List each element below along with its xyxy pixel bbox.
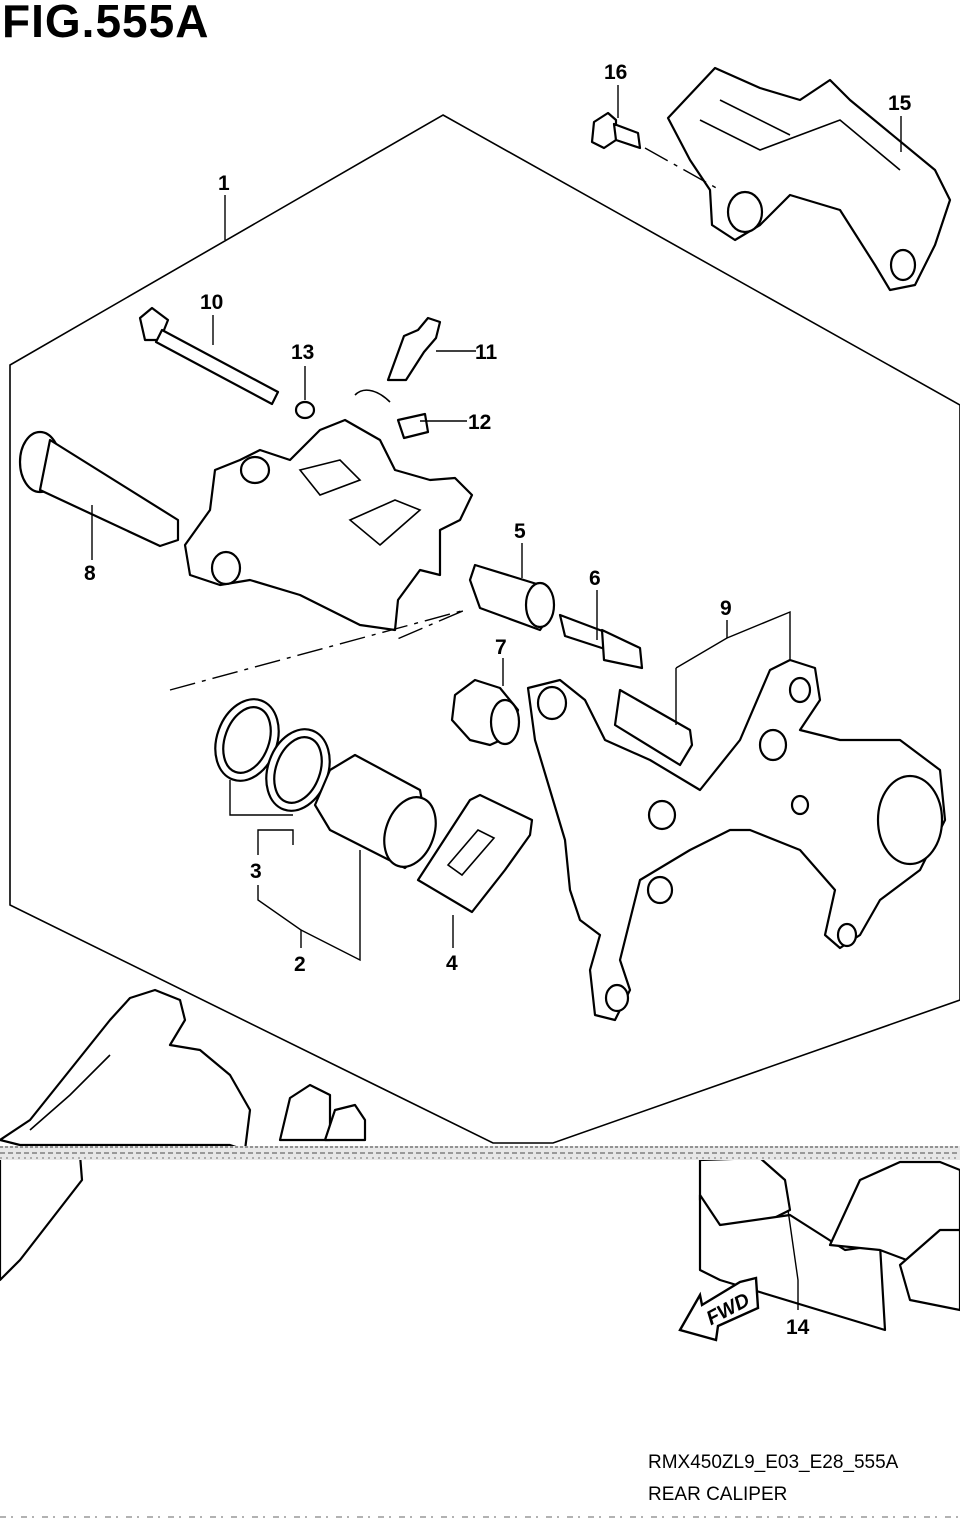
part-3-seals [214,698,331,812]
callout-4: 4 [446,952,458,975]
figure-title: FIG.555A [2,0,210,47]
callout-10: 10 [200,291,223,314]
callout-2: 2 [294,953,306,976]
part-14-brake-pads-left [0,988,367,1282]
assembly-boundary [9,114,960,1144]
part-11-bleeder-screw [386,316,442,382]
part-4-pad-retainer [416,793,534,914]
callout-12: 12 [468,411,491,434]
callout-1: 1 [218,172,230,195]
part-5-sleeve [468,563,556,632]
callout-8: 8 [84,562,96,585]
part-2-piston [313,753,437,870]
part-6-pin-bolt [558,613,644,670]
diagram-caption: REAR CALIPER [648,1484,788,1505]
diagram-code: RMX450ZL9_E03_E28_555A [648,1452,899,1473]
callout-11: 11 [475,341,498,364]
part-15-bracket [666,66,952,292]
part-10-guide-pin [138,306,280,406]
scan-noise-band [0,1146,960,1160]
callout-numbers: 1 2 3 4 5 6 7 8 9 10 11 12 13 14 15 16 [84,61,912,1339]
fwd-arrow: FWD [678,1276,760,1342]
part-1-caliper-body [183,418,474,632]
part-9-pad-spring [613,688,694,767]
leader-lines [91,85,902,1310]
callout-15: 15 [888,92,912,115]
part-16-bolt [590,111,642,150]
callout-6: 6 [589,567,601,590]
callout-5: 5 [514,520,526,543]
callout-3: 3 [250,860,262,883]
part-12-bleeder-cap [354,389,430,440]
alignment-line [644,147,721,191]
part-14-brake-pads-right [698,1156,960,1332]
callout-9: 9 [720,597,732,620]
part-8-slide-pin [18,430,180,548]
part-13-o-ring [294,400,316,420]
callout-14: 14 [786,1316,810,1339]
callout-7: 7 [495,636,507,659]
part-7-boot [450,678,521,747]
alignment-line-lower [169,609,466,691]
mounting-bracket [526,658,947,1022]
callout-13: 13 [291,341,314,364]
callout-16: 16 [604,61,627,84]
